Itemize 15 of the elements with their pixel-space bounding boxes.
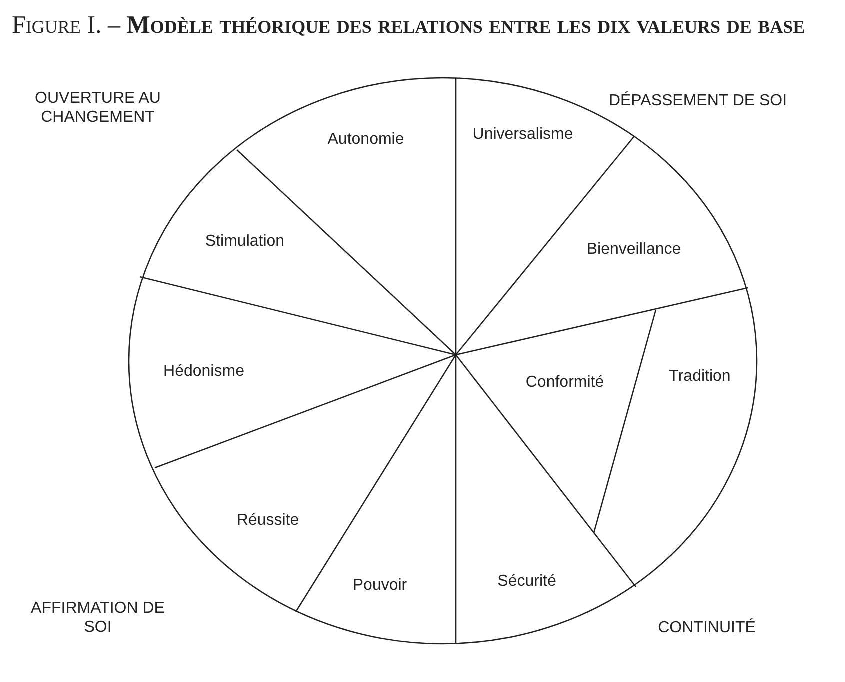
value-label: Autonomie	[328, 131, 404, 149]
value-label: Tradition	[669, 368, 731, 386]
value-label: Sécurité	[498, 573, 556, 591]
quadrant-label: AFFIRMATION DE SOI	[30, 599, 166, 637]
value-label: Réussite	[236, 512, 300, 530]
value-label: Pouvoir	[352, 577, 408, 595]
value-label: Universalisme	[472, 126, 574, 144]
value-label: Bienveillance	[586, 241, 682, 259]
value-label: Conformité	[526, 374, 604, 392]
quadrant-label: DÉPASSEMENT DE SOI	[608, 92, 788, 110]
value-label: Stimulation	[205, 233, 285, 251]
quadrant-label: CONTINUITÉ	[657, 618, 757, 638]
value-label: Hédonisme	[164, 363, 244, 381]
figure-title: Figure I. – Modèle théorique des relations entre les dix valeurs de base	[12, 12, 806, 40]
quadrant-label: OUVERTURE AU CHANGEMENT	[34, 89, 162, 127]
